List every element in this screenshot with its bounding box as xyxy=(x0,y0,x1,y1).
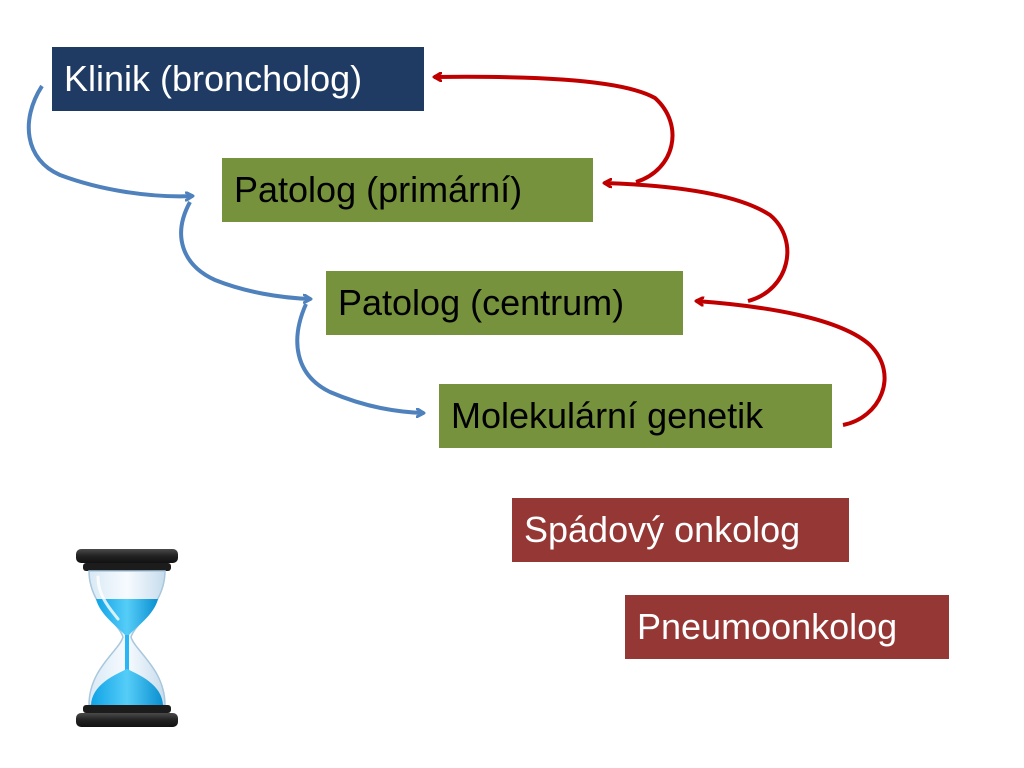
arrow-molekularni-to-patolog-centrum xyxy=(696,301,887,427)
arrow-patolog-primarni-to-centrum xyxy=(179,201,311,299)
arrow-patolog-centrum-to-molekularni xyxy=(295,303,424,413)
node-molekularni-genetik: Molekulární genetik xyxy=(439,384,832,448)
node-patolog-centrum: Patolog (centrum) xyxy=(326,271,683,335)
arrow-klinik-to-patolog-primarni xyxy=(26,84,193,196)
node-klinik: Klinik (broncholog) xyxy=(52,47,424,111)
node-patolog-primarni: Patolog (primární) xyxy=(222,158,593,222)
hourglass-icon xyxy=(76,549,178,727)
node-spadovy-onkolog: Spádový onkolog xyxy=(512,498,849,562)
arrow-patolog-primarni-to-klinik xyxy=(434,77,675,184)
node-pneumoonkolog: Pneumoonkolog xyxy=(625,595,949,659)
arrow-patolog-centrum-to-primarni xyxy=(604,183,790,303)
